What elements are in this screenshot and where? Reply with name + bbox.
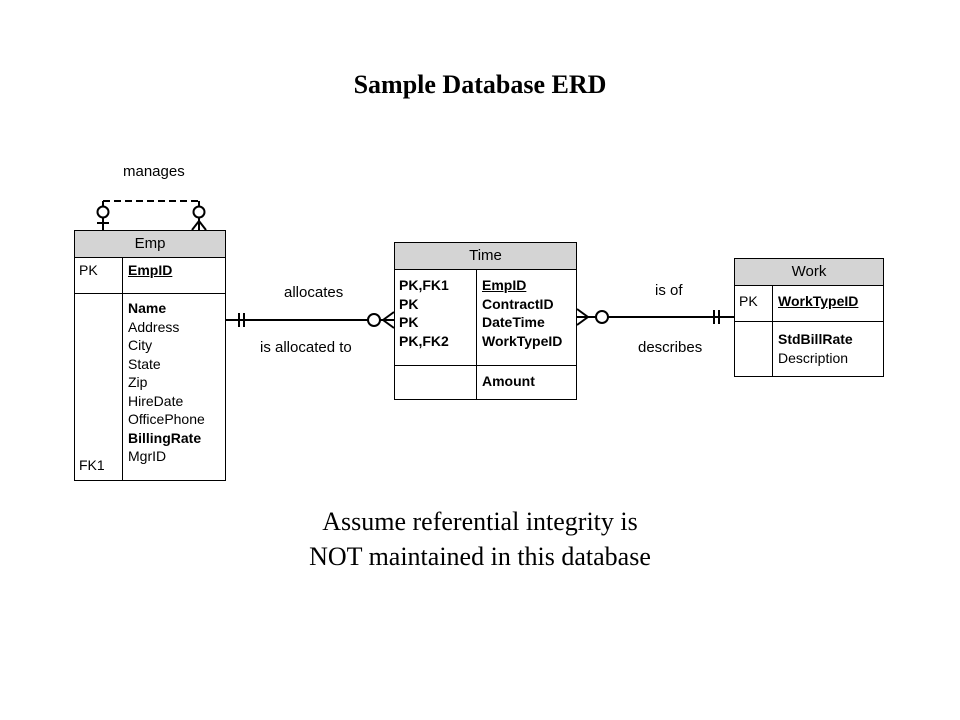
emp-attribute-section: FK1 Name Address City State Zip HireDate… [75,294,225,481]
work-entity: Work PK WorkTypeID StdBillRate Descripti… [734,258,884,377]
time-key-label: PK [399,295,419,312]
work-attribute-section: StdBillRate Description [735,322,883,377]
emp-field-mgrid: MgrID [128,448,167,464]
work-field-description: Description [778,349,849,366]
time-attribute-section: Amount [395,366,576,400]
emp-time-connector [226,311,395,329]
emp-field-zip: Zip [128,374,148,390]
is-of-label: is of [655,282,683,299]
time-key-label: PK [399,314,419,330]
emp-field-officephone: OfficePhone [128,411,205,427]
time-entity: Time PK,FK1 PK PK PK,FK2 EmpID ContractI… [394,242,577,400]
is-allocated-to-label: is allocated to [260,339,352,356]
time-field-worktypeid: WorkTypeID [482,332,563,349]
emp-field-address: Address [128,318,180,335]
work-field-stdbillrate: StdBillRate [778,331,853,347]
emp-field-billingrate: BillingRate [128,429,202,446]
time-key-label: PK,FK1 [399,277,449,293]
manages-label: manages [123,163,185,180]
emp-pk-label: PK [79,262,98,278]
page-title: Sample Database ERD [353,70,607,99]
emp-pk-field: EmpID [128,262,173,278]
time-field-amount: Amount [482,373,535,389]
time-field-datetime: DateTime [482,314,545,330]
note-line-1: Assume referential integrity is [322,507,638,536]
describes-label: describes [638,339,703,356]
time-field-contractid: ContractID [482,295,554,312]
emp-field-city: City [128,337,153,353]
work-pk-label: PK [739,293,758,309]
emp-entity-title: Emp [75,231,225,258]
allocates-label: allocates [284,284,344,301]
emp-key-section: PK EmpID [75,258,225,294]
time-key-label: PK,FK2 [399,332,449,349]
time-work-connector [576,308,734,326]
time-field-empid: EmpID [482,277,527,293]
emp-fk-label: FK1 [79,456,105,473]
emp-field-state: State [128,355,161,372]
emp-field-name: Name [128,300,167,316]
emp-entity: Emp PK EmpID FK1 Name Address City State… [74,230,226,481]
time-entity-title: Time [395,243,576,270]
work-pk-field: WorkTypeID [778,293,859,309]
manages-connector [96,200,207,231]
emp-field-hiredate: HireDate [128,392,184,409]
work-entity-title: Work [735,259,883,286]
note-line-2: NOT maintained in this database [309,542,651,571]
time-key-section: PK,FK1 PK PK PK,FK2 EmpID ContractID Dat… [395,270,576,366]
work-key-section: PK WorkTypeID [735,286,883,322]
